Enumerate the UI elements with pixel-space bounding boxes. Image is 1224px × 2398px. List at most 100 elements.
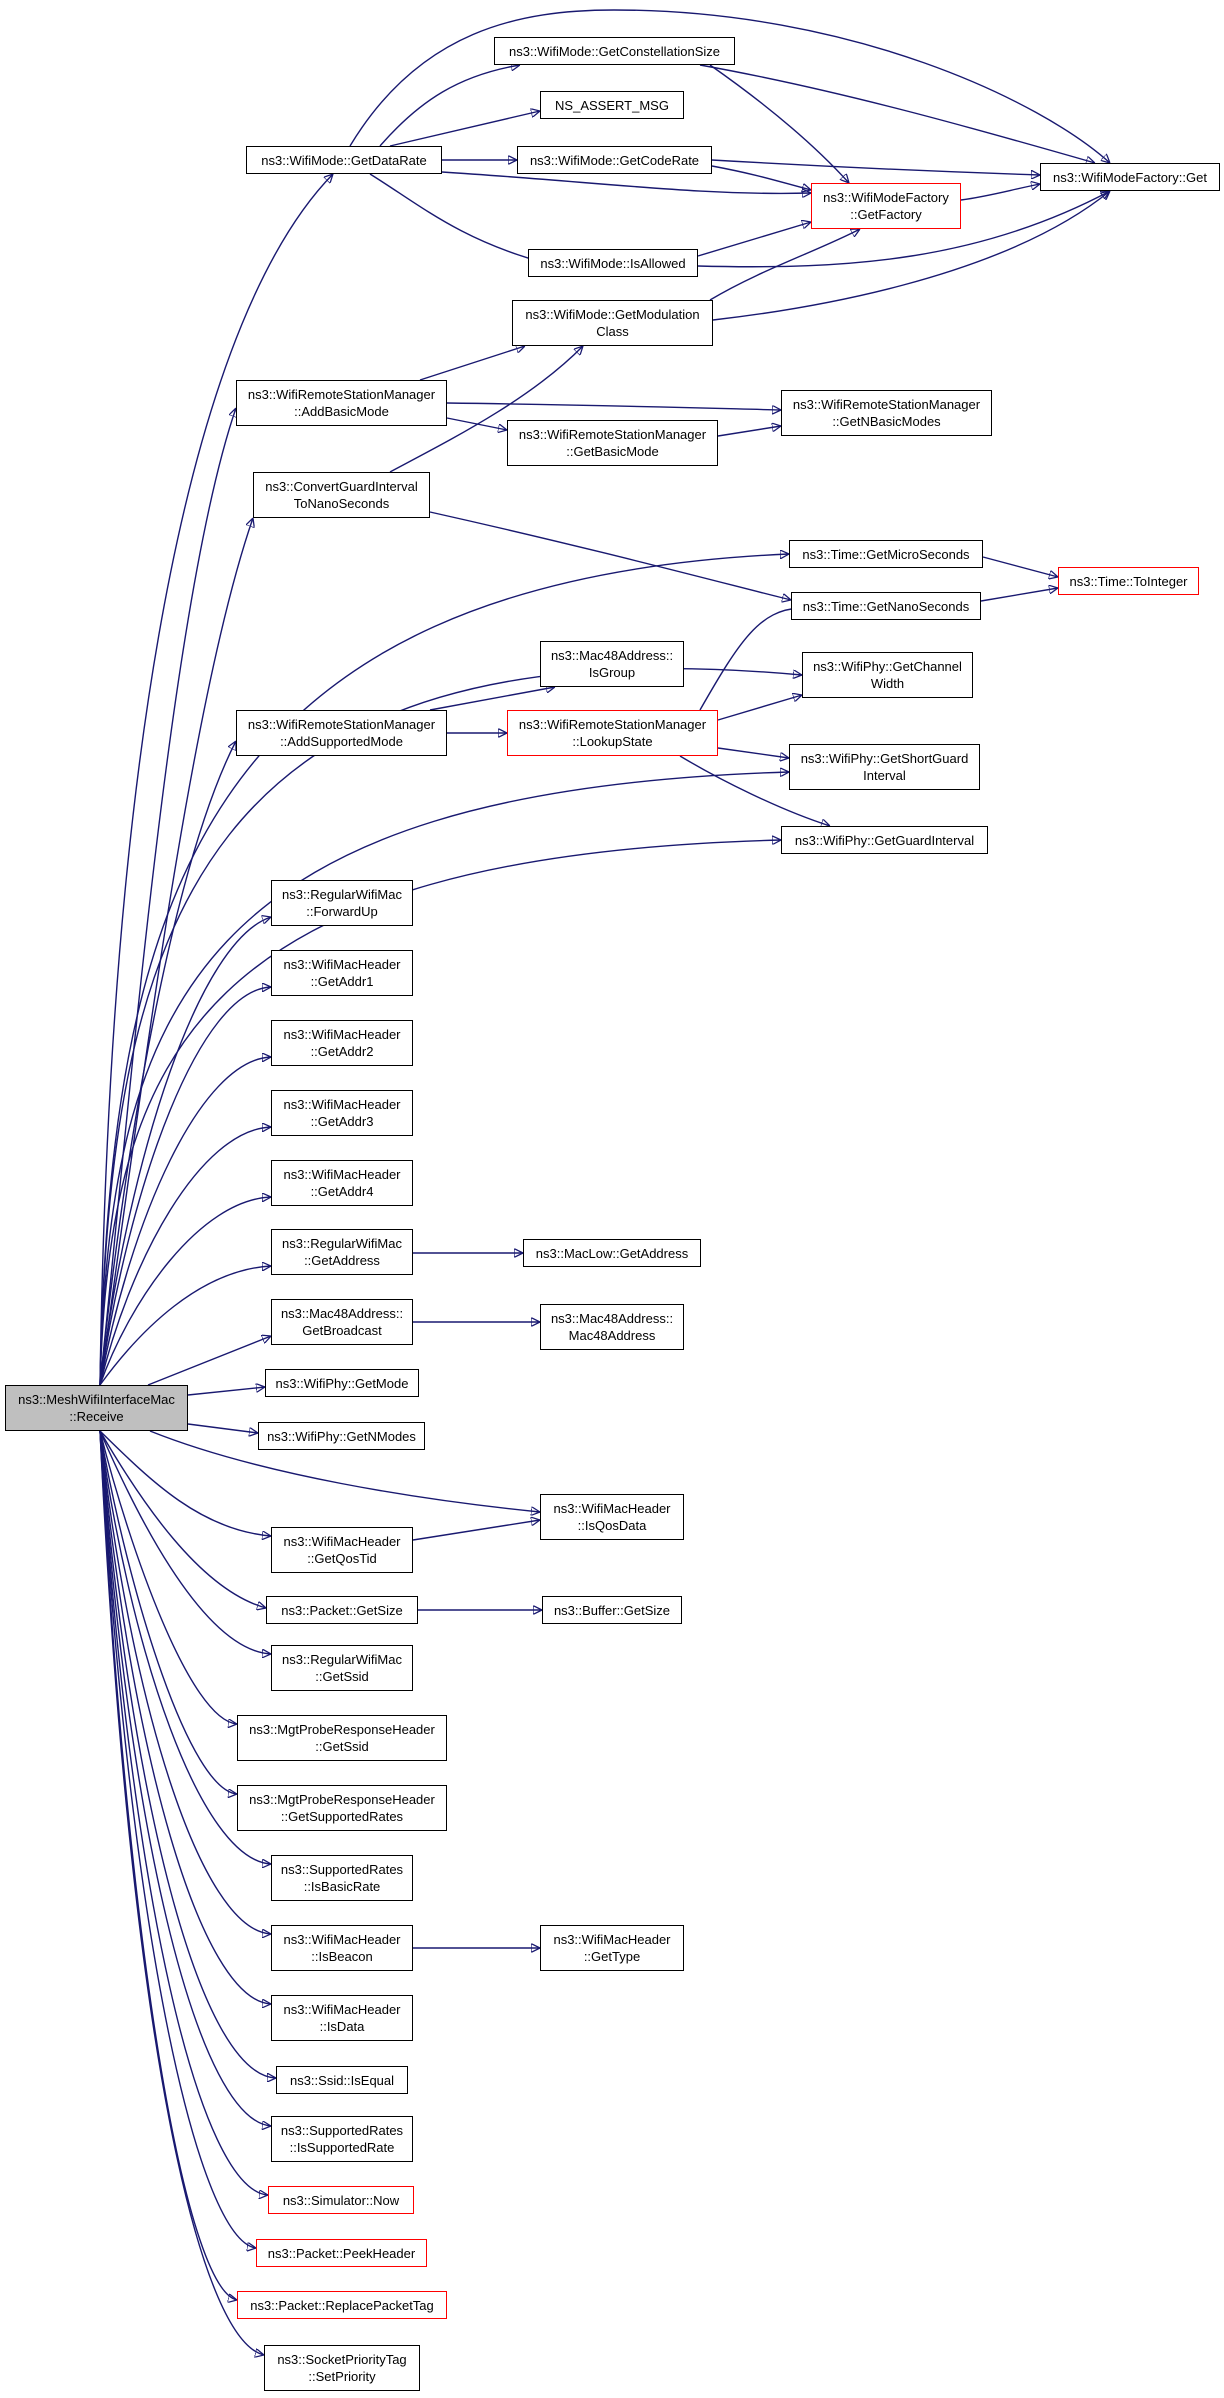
edge-getdatarate-isallowed <box>369 173 545 263</box>
edge-receive-addbasicmode <box>99 408 236 1386</box>
edge-receive-isbeacon <box>99 1430 271 1934</box>
node-get-basic-mode[interactable]: ns3::WifiRemoteStationManager ::GetBasic… <box>507 420 718 466</box>
node-get-channel-width[interactable]: ns3::WifiPhy::GetChannel Width <box>802 652 973 698</box>
edge-receive-getguardinterval <box>99 840 781 1386</box>
edge-getdatarate-ns-assert-msg <box>389 111 540 147</box>
node-get-addr3[interactable]: ns3::WifiMacHeader ::GetAddr3 <box>271 1090 413 1136</box>
node-mgt-probe-response-get-supported-rates[interactable]: ns3::MgtProbeResponseHeader ::GetSupport… <box>237 1785 447 1831</box>
edge-receive-getaddr3 <box>99 1127 271 1386</box>
node-get-constellation-size[interactable]: ns3::WifiMode::GetConstellationSize <box>494 37 735 65</box>
node-ssid-is-equal[interactable]: ns3::Ssid::IsEqual <box>276 2066 408 2094</box>
edge-receive-getchannelwidth <box>99 667 802 1386</box>
node-get-n-basic-modes[interactable]: ns3::WifiRemoteStationManager ::GetNBasi… <box>781 390 992 436</box>
edge-getdatarate-getfactory <box>441 171 811 193</box>
node-regular-wifi-mac-get-ssid[interactable]: ns3::RegularWifiMac ::GetSsid <box>271 1645 413 1691</box>
edge-receive-isdata <box>99 1430 271 2004</box>
edge-receive-isbasicrate <box>99 1430 271 1864</box>
node-convert-guard-interval[interactable]: ns3::ConvertGuardInterval ToNanoSeconds <box>253 472 430 518</box>
edge-receive-getqostid <box>99 1430 271 1536</box>
edge-receive-replacepackettag <box>99 1430 237 2300</box>
node-get-micro-seconds[interactable]: ns3::Time::GetMicroSeconds <box>789 540 983 568</box>
edge-getdatarate-wifimodefactory-get <box>349 9 1110 163</box>
node-receive: ns3::MeshWifiInterfaceMac ::Receive <box>5 1385 188 1431</box>
node-mac48-is-group[interactable]: ns3::Mac48Address:: IsGroup <box>540 641 684 687</box>
edge-addbasicmode-getnbasicmodes <box>446 402 781 410</box>
node-get-modulation-class[interactable]: ns3::WifiMode::GetModulation Class <box>512 300 713 346</box>
node-get-addr4[interactable]: ns3::WifiMacHeader ::GetAddr4 <box>271 1160 413 1206</box>
edge-getconstellationsize-getfactory <box>709 64 849 183</box>
node-is-qos-data[interactable]: ns3::WifiMacHeader ::IsQosData <box>540 1494 684 1540</box>
node-mac48-get-broadcast[interactable]: ns3::Mac48Address:: GetBroadcast <box>271 1299 413 1345</box>
edge-lookupstate-getguardinterval <box>679 755 830 826</box>
edge-receive-peekheader <box>99 1430 256 2248</box>
node-regular-wifi-mac-get-address[interactable]: ns3::RegularWifiMac ::GetAddress <box>271 1229 413 1275</box>
node-mgt-probe-response-get-ssid[interactable]: ns3::MgtProbeResponseHeader ::GetSsid <box>237 1715 447 1761</box>
node-lookup-state[interactable]: ns3::WifiRemoteStationManager ::LookupSt… <box>507 710 718 756</box>
node-wifi-mode-factory-get[interactable]: ns3::WifiModeFactory::Get <box>1040 163 1220 191</box>
edge-getcoderate-getfactory <box>711 165 811 190</box>
node-add-basic-mode[interactable]: ns3::WifiRemoteStationManager ::AddBasic… <box>236 380 447 426</box>
node-wifi-phy-get-n-modes[interactable]: ns3::WifiPhy::GetNModes <box>258 1422 425 1450</box>
edge-receive-issupportedrate <box>99 1430 271 2126</box>
node-packet-peek-header[interactable]: ns3::Packet::PeekHeader <box>256 2239 427 2267</box>
node-wifi-phy-get-mode[interactable]: ns3::WifiPhy::GetMode <box>265 1369 419 1397</box>
edge-receive-convertguardinterval <box>99 518 253 1386</box>
node-add-supported-mode[interactable]: ns3::WifiRemoteStationManager ::AddSuppo… <box>236 710 447 756</box>
node-get-data-rate[interactable]: ns3::WifiMode::GetDataRate <box>246 146 442 174</box>
edge-lookupstate-getchannelwidth <box>717 695 802 721</box>
node-get-short-guard-interval[interactable]: ns3::WifiPhy::GetShortGuard Interval <box>789 744 980 790</box>
node-socket-priority-tag-set-priority[interactable]: ns3::SocketPriorityTag ::SetPriority <box>264 2345 420 2391</box>
node-get-addr1[interactable]: ns3::WifiMacHeader ::GetAddr1 <box>271 950 413 996</box>
edge-receive-forwardup <box>99 917 271 1386</box>
node-get-guard-interval[interactable]: ns3::WifiPhy::GetGuardInterval <box>781 826 988 854</box>
edge-receive-setpriority <box>99 1430 264 2355</box>
edge-lookupstate-getshortguardinterval <box>717 747 789 758</box>
node-packet-get-size[interactable]: ns3::Packet::GetSize <box>266 1596 418 1624</box>
node-get-nano-seconds[interactable]: ns3::Time::GetNanoSeconds <box>791 592 981 620</box>
edge-receive-getnmodes <box>187 1423 258 1433</box>
node-is-beacon[interactable]: ns3::WifiMacHeader ::IsBeacon <box>271 1925 413 1971</box>
node-wifi-mode-factory-get-factory[interactable]: ns3::WifiModeFactory ::GetFactory <box>811 183 961 229</box>
edge-convertguardinterval-getmodulationclass <box>389 346 583 473</box>
edge-getcoderate-get <box>711 159 1040 175</box>
node-is-basic-rate[interactable]: ns3::SupportedRates ::IsBasicRate <box>271 1855 413 1901</box>
node-buffer-get-size[interactable]: ns3::Buffer::GetSize <box>542 1596 682 1624</box>
edge-receive-isqosdata <box>149 1430 540 1512</box>
node-get-code-rate[interactable]: ns3::WifiMode::GetCodeRate <box>517 146 712 174</box>
edge-getfactory-get <box>960 184 1040 201</box>
node-is-allowed[interactable]: ns3::WifiMode::IsAllowed <box>528 249 698 277</box>
edge-receive-packet-getsize <box>99 1430 266 1608</box>
edge-isallowed-getfactory <box>697 222 811 257</box>
edge-getmodulationclass-get <box>712 191 1110 321</box>
edge-receive-mgt-getssid <box>99 1430 237 1724</box>
edge-receive-getaddr1 <box>99 987 271 1386</box>
node-time-to-integer[interactable]: ns3::Time::ToInteger <box>1058 567 1199 595</box>
edge-lookupstate-getnanoseconds <box>699 608 800 711</box>
edge-getqostid-isqosdata <box>412 1520 540 1541</box>
node-get-addr2[interactable]: ns3::WifiMacHeader ::GetAddr2 <box>271 1020 413 1066</box>
edge-receive-getdatarate <box>99 174 333 1386</box>
edge-receive-mgt-getsupportedrates <box>99 1430 237 1794</box>
node-get-qos-tid[interactable]: ns3::WifiMacHeader ::GetQosTid <box>271 1527 413 1573</box>
node-simulator-now[interactable]: ns3::Simulator::Now <box>268 2186 414 2214</box>
edge-getconstellationsize-get <box>699 64 1095 163</box>
node-mac-low-get-address[interactable]: ns3::MacLow::GetAddress <box>523 1239 701 1267</box>
edge-addbasicmode-getmodulationclass <box>419 346 525 381</box>
node-is-data[interactable]: ns3::WifiMacHeader ::IsData <box>271 1995 413 2041</box>
edge-receive-regular-getssid <box>99 1430 271 1654</box>
edge-getdatarate-getconstellationsize <box>379 65 520 147</box>
node-is-supported-rate[interactable]: ns3::SupportedRates ::IsSupportedRate <box>271 2116 413 2162</box>
node-ns-assert-msg[interactable]: NS_ASSERT_MSG <box>540 91 684 119</box>
node-packet-replace-packet-tag[interactable]: ns3::Packet::ReplacePacketTag <box>237 2291 447 2319</box>
edge-receive-simulator-now <box>99 1430 268 2195</box>
edge-isallowed-get <box>697 191 1110 268</box>
node-get-type[interactable]: ns3::WifiMacHeader ::GetType <box>540 1925 684 1971</box>
edge-receive-getmode <box>187 1387 265 1396</box>
node-forward-up[interactable]: ns3::RegularWifiMac ::ForwardUp <box>271 880 413 926</box>
edge-receive-ssid-isequal <box>99 1430 276 2078</box>
edge-receive-addsupportedmode <box>99 741 236 1386</box>
node-mac48-address-ctor[interactable]: ns3::Mac48Address:: Mac48Address <box>540 1304 684 1350</box>
edge-receive-regular-getaddress <box>99 1266 271 1386</box>
